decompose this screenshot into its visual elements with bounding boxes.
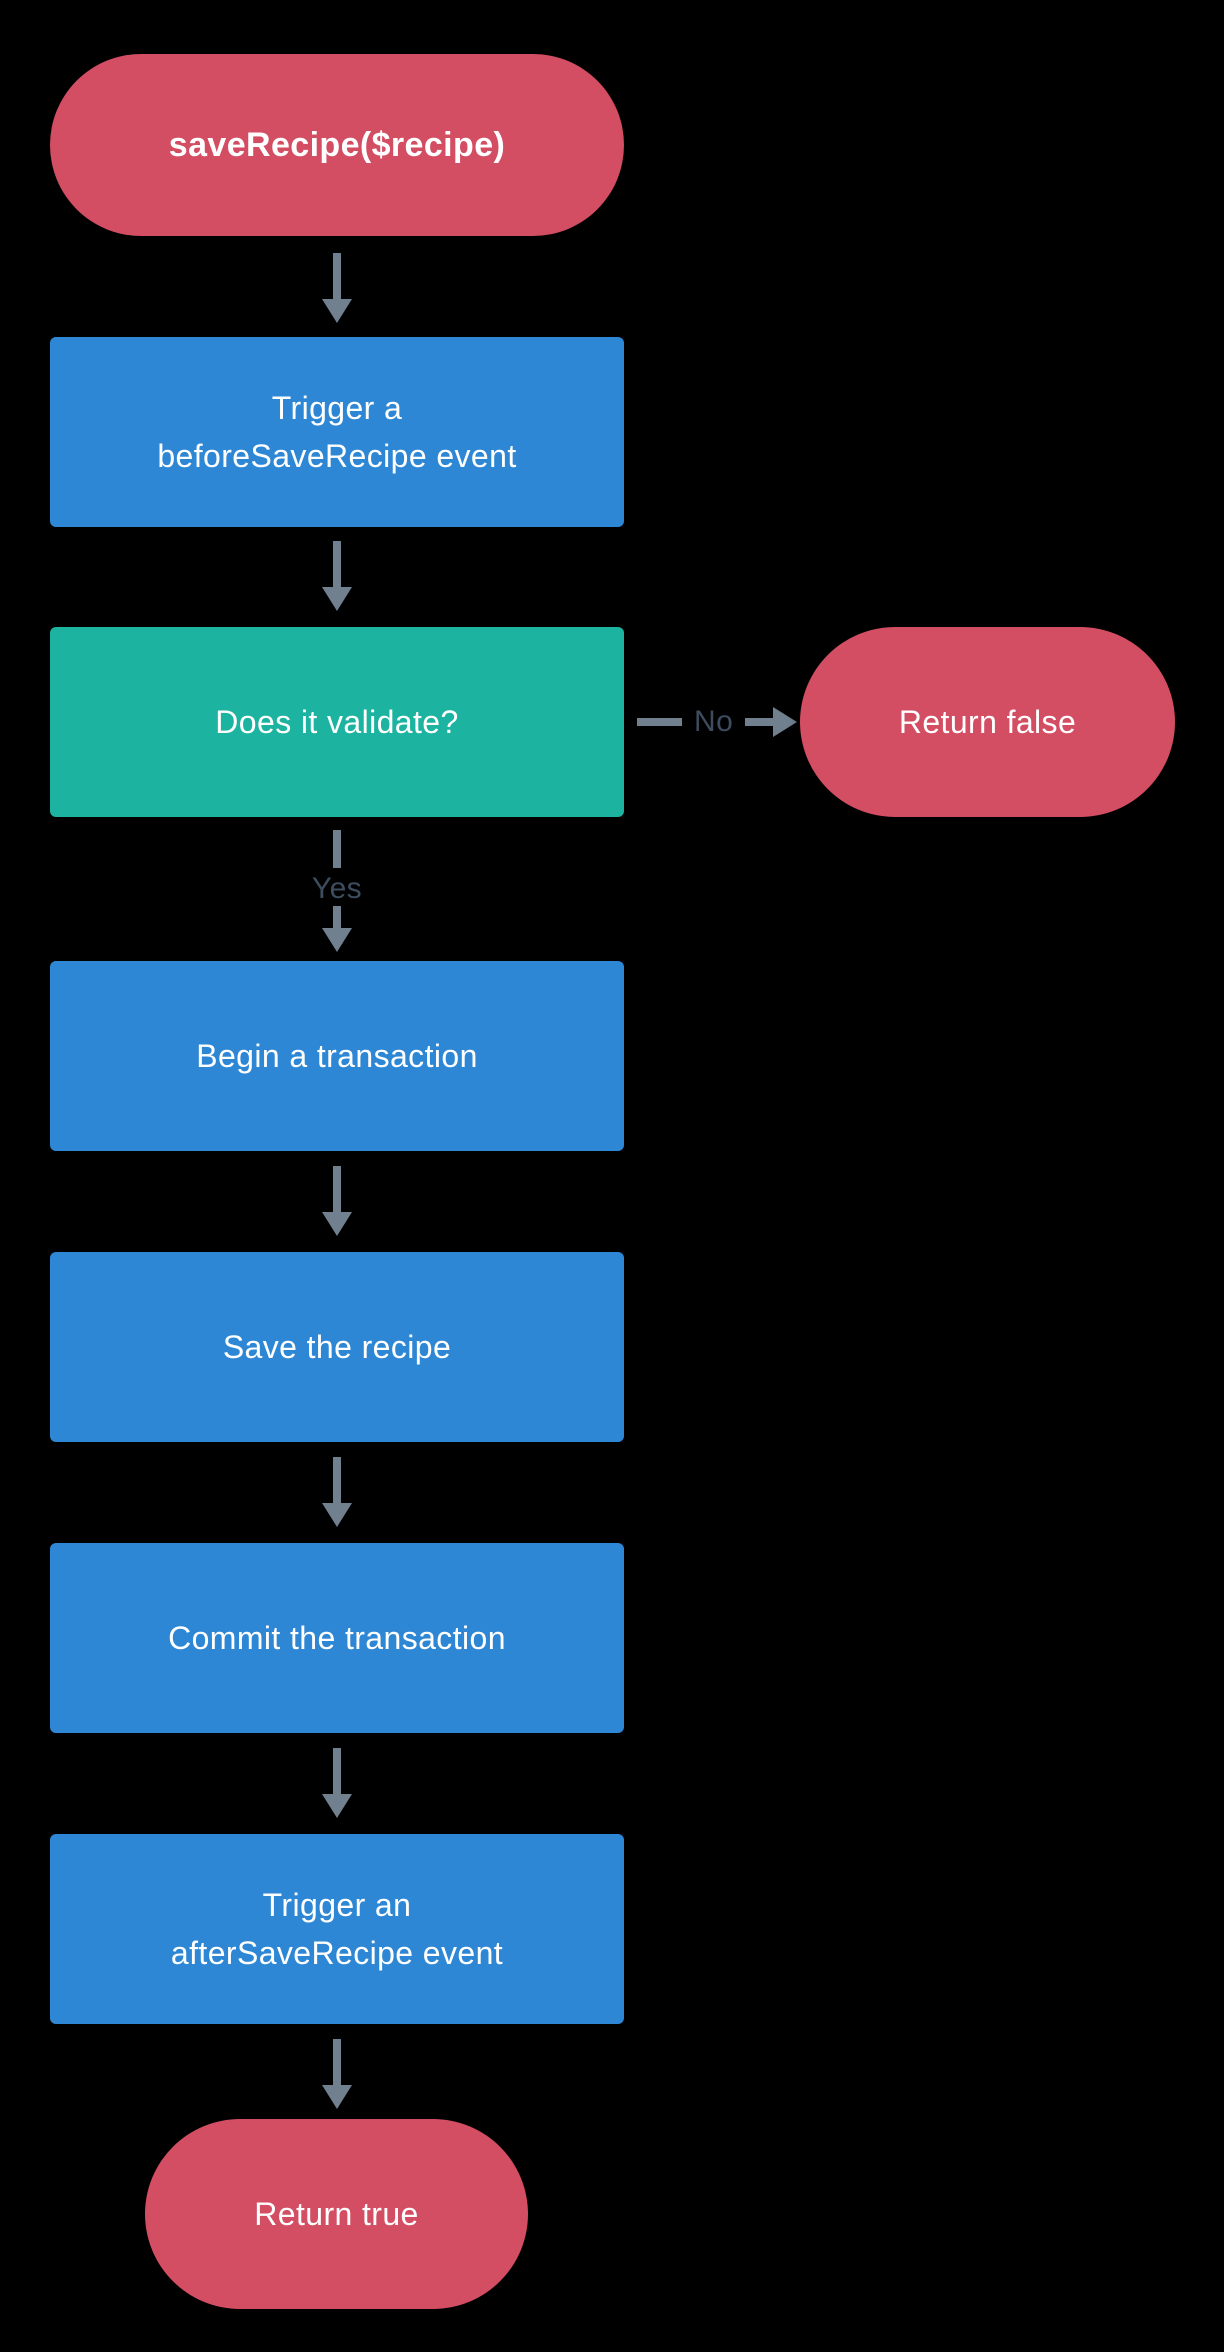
arrow-stem [333, 906, 341, 928]
edge-dash [637, 718, 682, 726]
node-trigger-after-save: Trigger an afterSaveRecipe event [50, 1834, 624, 2024]
node-return-true: Return true [145, 2119, 528, 2309]
arrow-commit-to-trigger-after [322, 1748, 352, 1818]
arrow-stem [333, 541, 341, 587]
arrow-down-icon [322, 2085, 352, 2109]
edge-label-no: No [694, 705, 734, 738]
arrow-begin-to-save [322, 1166, 352, 1236]
node-return-false: Return false [800, 627, 1175, 817]
arrow-stem [333, 253, 341, 299]
arrow-right-icon [773, 707, 798, 737]
edge-yes-line [333, 830, 341, 868]
arrow-down-icon [322, 928, 352, 952]
arrow-stem [745, 718, 774, 726]
arrow-down-icon [322, 587, 352, 611]
edge-label-yes: Yes [311, 872, 363, 905]
arrow-trigger-after-to-return-true [322, 2039, 352, 2109]
node-commit-transaction: Commit the transaction [50, 1543, 624, 1733]
arrow-yes-to-begin [322, 906, 352, 952]
node-save-recipe: Save the recipe [50, 1252, 624, 1442]
arrow-stem [333, 1166, 341, 1212]
node-trigger-before-save: Trigger a beforeSaveRecipe event [50, 337, 624, 527]
node-start: saveRecipe($recipe) [50, 54, 624, 236]
edge-no-connector: No [637, 702, 798, 742]
node-does-it-validate: Does it validate? [50, 627, 624, 817]
arrow-down-icon [322, 1503, 352, 1527]
arrow-down-icon [322, 299, 352, 323]
arrow-down-icon [322, 1794, 352, 1818]
arrow-stem [333, 2039, 341, 2085]
arrow-down-icon [322, 1212, 352, 1236]
node-begin-transaction: Begin a transaction [50, 961, 624, 1151]
arrow-trigger-before-to-validate [322, 541, 352, 611]
arrow-start-to-trigger-before [322, 253, 352, 323]
arrow-stem [333, 1457, 341, 1503]
arrow-save-to-commit [322, 1457, 352, 1527]
arrow-stem [333, 1748, 341, 1794]
